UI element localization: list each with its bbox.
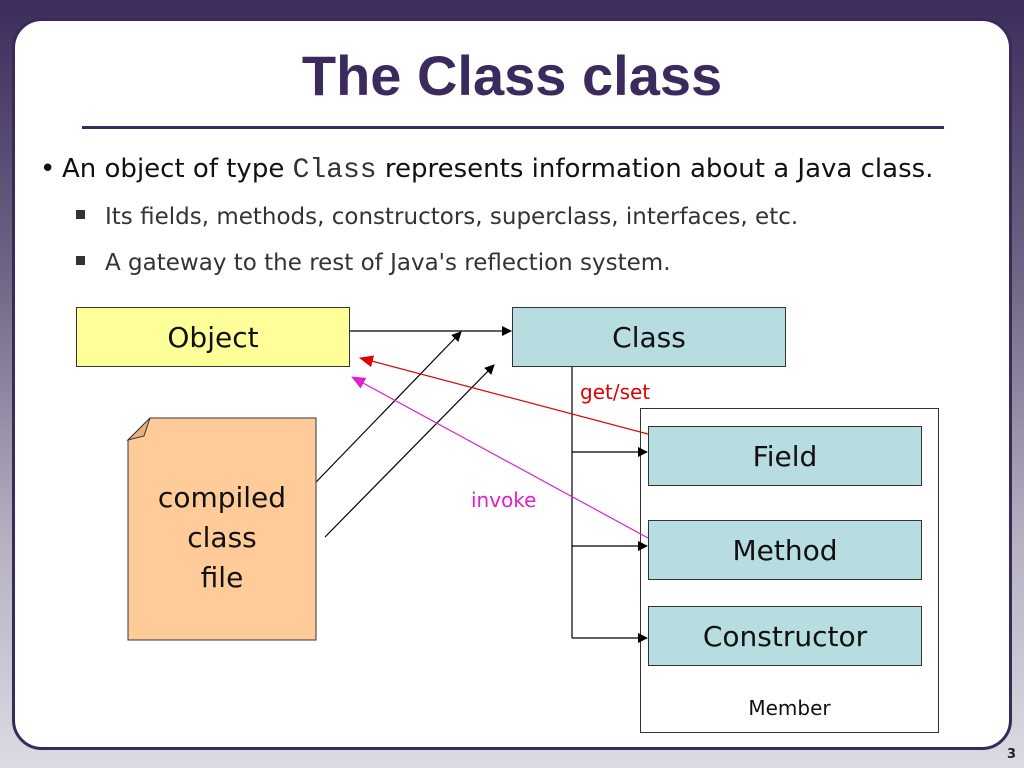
method-box: Method (648, 520, 922, 580)
field-box: Field (648, 426, 922, 486)
object-label: Object (167, 320, 259, 354)
file-to-object-arrow (291, 331, 462, 508)
sub-bullet-text: A gateway to the rest of Java's reflecti… (105, 250, 671, 276)
sub-bullet: Its fields, methods, constructors, super… (76, 204, 798, 230)
file-label-line: file (200, 561, 244, 594)
square-bullet-icon (76, 256, 85, 265)
bullet-text-prefix: An object of type (62, 154, 293, 184)
getset-label: get/set (580, 380, 651, 404)
bullet-code: Class (292, 155, 377, 186)
constructor-label: Constructor (702, 619, 868, 653)
invoke-arrow (351, 376, 649, 539)
bullet-text-suffix: represents information about a Java clas… (376, 154, 934, 184)
file-label-line: class (187, 521, 257, 554)
slide-title: The Class class (301, 44, 723, 107)
main-bullet: •An object of type Class represents info… (40, 154, 933, 186)
invoke-label: invoke (471, 488, 537, 512)
compiled-file-label: compiled class file (128, 478, 316, 598)
bullet-dot-icon: • (40, 154, 56, 184)
sub-bullet: A gateway to the rest of Java's reflecti… (76, 250, 671, 276)
constructor-box: Constructor (648, 606, 922, 666)
sub-bullet-text: Its fields, methods, constructors, super… (105, 204, 799, 230)
file-to-class-arrow (324, 364, 495, 538)
class-label: Class (612, 320, 686, 354)
member-label: Member (748, 696, 831, 720)
title-divider (82, 126, 944, 129)
class-box: Class (512, 307, 786, 367)
square-bullet-icon (76, 210, 85, 219)
file-fold-icon (126, 417, 151, 441)
method-label: Method (732, 533, 838, 567)
file-label-line: compiled (157, 481, 287, 514)
object-box: Object (76, 307, 350, 367)
field-label: Field (752, 439, 818, 473)
page-number: 3 (1006, 747, 1016, 762)
getset-arrow (359, 355, 649, 435)
